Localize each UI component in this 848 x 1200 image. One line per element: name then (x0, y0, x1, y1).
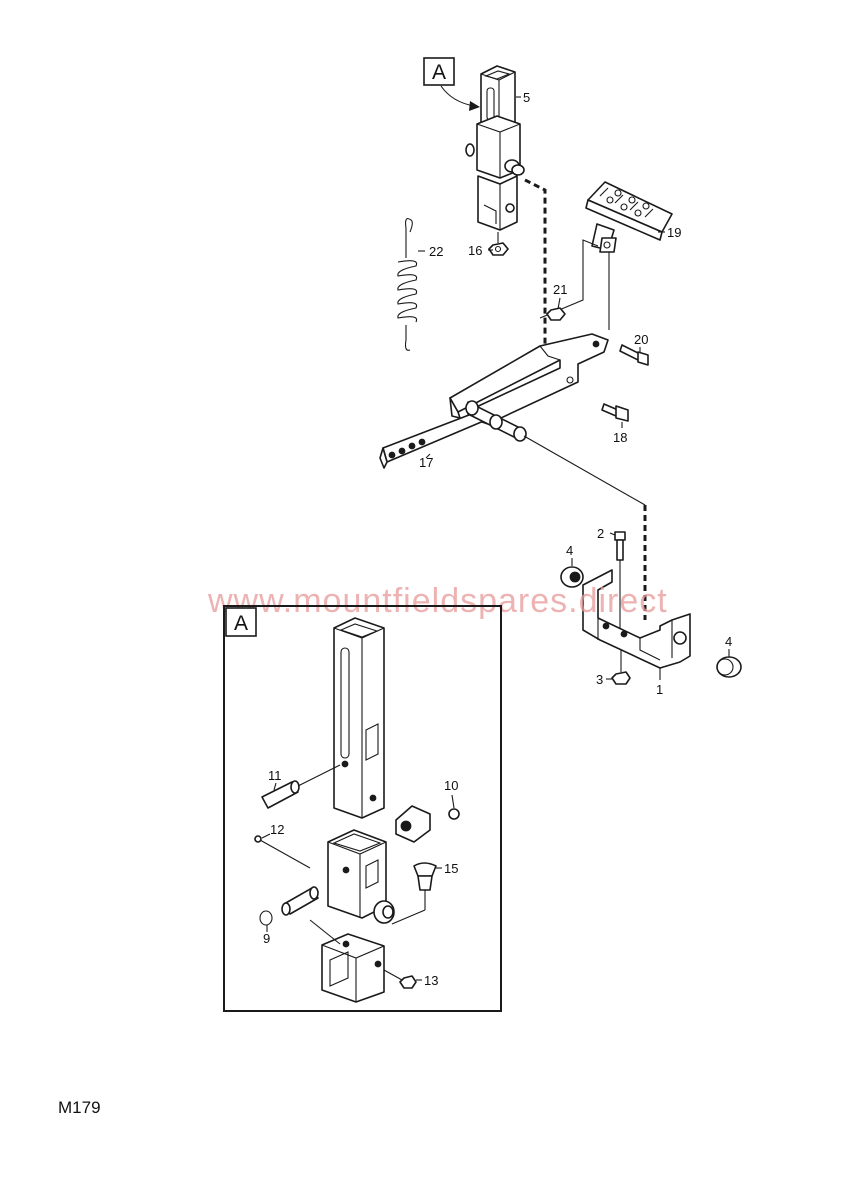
callout-20: 20 (634, 332, 648, 347)
callout-9: 9 (263, 931, 270, 946)
leader-lines (261, 96, 730, 981)
callout-5: 5 (523, 90, 530, 105)
pin-11 (261, 764, 341, 809)
callout-1: 1 (656, 682, 663, 697)
callout-16: 16 (468, 243, 482, 258)
bracket-1 (582, 569, 691, 669)
bolt-2 (614, 531, 626, 561)
callout-15: 15 (444, 861, 458, 876)
pedal-lever (379, 333, 609, 469)
callout-11: 11 (268, 768, 282, 783)
detail-sleeve (327, 829, 395, 924)
upper-tube-assembly (465, 65, 525, 256)
axle-pin (259, 886, 319, 926)
spring (397, 218, 418, 351)
drawing-code: M179 (58, 1098, 101, 1117)
watermark-text: www.mountfieldspares.direct (207, 582, 668, 620)
callout-13: 13 (424, 973, 438, 988)
rod-12 (254, 835, 311, 869)
detail-tube (333, 617, 385, 819)
link-line-tube (524, 178, 547, 345)
callout-10: 10 (444, 778, 458, 793)
callout-4-left: 4 (566, 543, 573, 558)
nut-13 (383, 969, 417, 989)
bolt-18 (601, 403, 629, 422)
callout-19: 19 (667, 225, 681, 240)
callout-2: 2 (597, 526, 604, 541)
detail-box-a-tag (225, 607, 257, 637)
callout-18: 18 (613, 430, 627, 445)
nut-3 (611, 650, 631, 685)
detail-box-a-letter: A (234, 612, 248, 635)
detail-box-a (223, 605, 502, 1012)
u-bracket (309, 919, 385, 1003)
nut-21 (546, 307, 566, 321)
bolt-15 (391, 862, 437, 925)
callout-3: 3 (596, 672, 603, 687)
callout-4-right: 4 (725, 634, 732, 649)
callout-21: 21 (553, 282, 567, 297)
pedal-pad (585, 181, 673, 253)
shaft-link-line (523, 435, 646, 506)
detail-marker-a-letter: A (432, 61, 446, 84)
pedal-link-line (539, 239, 599, 319)
bush-4-left (560, 566, 584, 588)
bush-4-right (716, 656, 742, 678)
callout-22: 22 (429, 244, 443, 259)
lock-10 (395, 805, 460, 843)
bolt-20 (619, 344, 649, 366)
callout-17: 17 (419, 455, 433, 470)
callout-12: 12 (270, 822, 284, 837)
detail-marker-a: A (423, 57, 480, 111)
